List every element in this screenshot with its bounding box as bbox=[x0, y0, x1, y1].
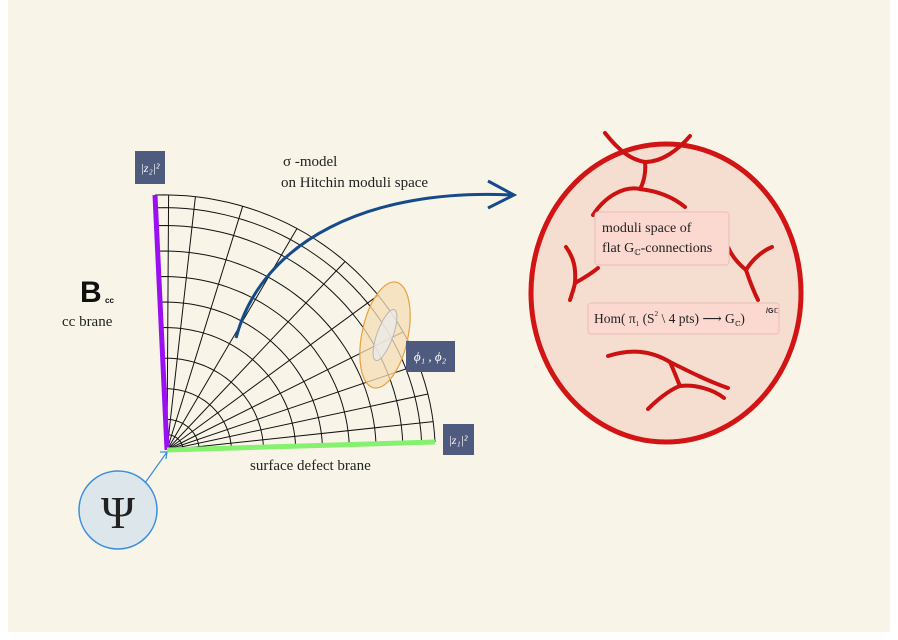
grid-arc-5 bbox=[159, 301, 323, 446]
grid-arc-6 bbox=[158, 275, 350, 445]
grid-arc-9 bbox=[155, 207, 423, 443]
connections-text: -connections bbox=[641, 241, 713, 256]
curve-left-arc bbox=[564, 245, 578, 285]
z1-badge: |z₁|² bbox=[443, 424, 474, 455]
z2-badge: |z₂|² bbox=[135, 151, 165, 184]
grid-arc-2 bbox=[164, 388, 232, 449]
hom-close-paren: ) bbox=[740, 311, 745, 326]
g-subscript: ℂ bbox=[735, 320, 741, 328]
grid-arc-7 bbox=[157, 250, 377, 444]
hom-rest-text: \ 4 pts) ⟶ G bbox=[658, 311, 735, 326]
hitchin-moduli-label: on Hitchin moduli space bbox=[281, 175, 428, 191]
curve-left-tail bbox=[568, 281, 577, 302]
sigma-model-arrow bbox=[234, 192, 513, 339]
quarter-disk-grid bbox=[154, 194, 436, 451]
psi-circle bbox=[78, 470, 158, 550]
brane-symbol-sub: cc bbox=[105, 296, 114, 305]
grid-arc-3 bbox=[162, 357, 264, 448]
grid-ray-4 bbox=[166, 294, 379, 451]
hom-quotient-label: /Gℂ bbox=[766, 308, 779, 315]
psi-symbol: Ψ bbox=[101, 487, 135, 538]
grid-ray-8 bbox=[166, 196, 196, 451]
surface-defect-brane-label: surface defect brane bbox=[250, 458, 371, 474]
z1-badge-text: |z₁|² bbox=[448, 433, 467, 447]
sigma-model-arrowhead bbox=[487, 179, 518, 210]
grid-arc-4 bbox=[161, 326, 297, 447]
sigma-model-label: σ -model bbox=[283, 154, 337, 170]
curve-right-arc-b bbox=[744, 245, 774, 272]
hom-expression: Hom( π1 (S2 \ 4 pts) ⟶ Gℂ) bbox=[594, 310, 745, 328]
curve-right-stem bbox=[744, 268, 760, 302]
sphere-text: (S bbox=[639, 311, 654, 326]
moduli-space-line1: moduli space of bbox=[602, 221, 692, 236]
moduli-space-line2: flat Gℂ-connections bbox=[602, 241, 712, 257]
moduli-space-curves bbox=[564, 131, 774, 411]
grid-ray-5 bbox=[166, 261, 346, 451]
flat-g-subscript: ℂ bbox=[634, 248, 640, 257]
sphere-superscript: 2 bbox=[655, 310, 659, 318]
cc-brane-axis bbox=[152, 194, 170, 451]
grid-arc-10 bbox=[154, 194, 436, 443]
phi-badge-text: ϕ₁ , ϕ₂ bbox=[414, 349, 447, 364]
brane-symbol: B bbox=[80, 276, 102, 309]
curve-bottom-arc bbox=[646, 383, 726, 411]
grid-ray-1 bbox=[166, 393, 429, 451]
pi-subscript: 1 bbox=[636, 320, 640, 328]
moduli-space-box: moduli space of flat Gℂ-connections bbox=[594, 211, 730, 266]
grid-ray-0 bbox=[166, 421, 434, 451]
cc-brane-label: cc brane bbox=[62, 314, 113, 330]
grid-ray-7 bbox=[166, 206, 244, 451]
grid-arc-8 bbox=[156, 224, 404, 444]
hom-box: Hom( π1 (S2 \ 4 pts) ⟶ Gℂ) /Gℂ bbox=[587, 302, 780, 335]
psi-connector-arrowhead bbox=[160, 451, 168, 460]
curve-upper-arc bbox=[591, 186, 687, 217]
defect-brane-axis bbox=[166, 439, 436, 453]
z2-badge-text: |z₂|² bbox=[140, 161, 159, 175]
hom-main-text: Hom( π bbox=[594, 311, 636, 326]
curve-left-branch bbox=[573, 266, 600, 285]
flat-g-text: flat G bbox=[602, 241, 634, 256]
target-region-core bbox=[372, 308, 398, 362]
phi-badge: ϕ₁ , ϕ₂ bbox=[406, 341, 455, 372]
